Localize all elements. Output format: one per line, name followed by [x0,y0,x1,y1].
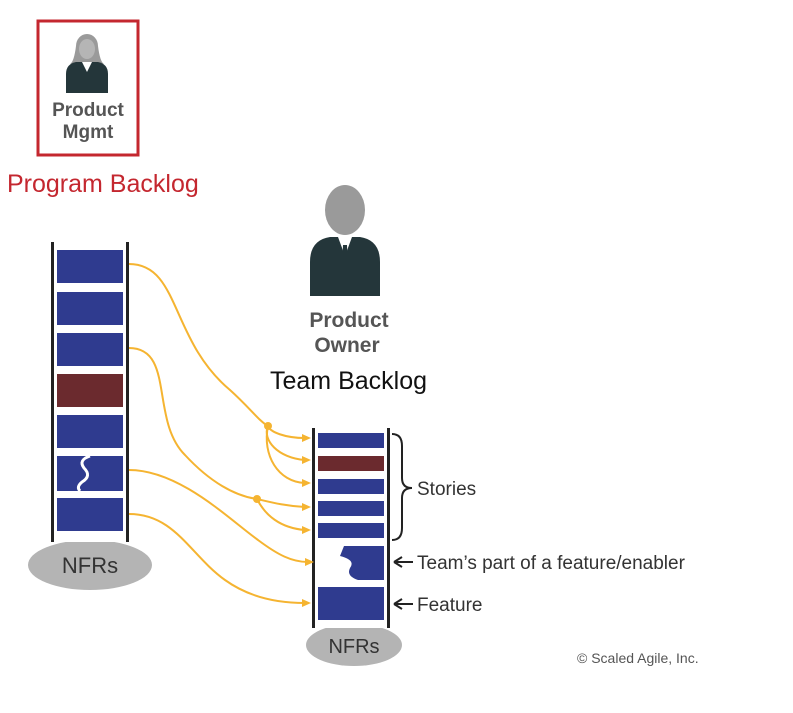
connector-junction [253,495,261,503]
product-mgmt-box: Product Mgmt [36,19,140,157]
brace-icon [391,433,413,541]
program-backlog-column [51,242,129,542]
program-backlog-item [57,498,123,531]
arrowhead [305,558,314,566]
team-nfrs-ellipse [306,624,402,666]
arrowhead [302,479,311,487]
program-nfrs-label: NFRs [62,553,118,578]
product-mgmt-label-line2: Mgmt [63,122,114,143]
arrowhead [302,456,311,464]
connector-arrow [256,498,306,531]
copyright-text: © Scaled Agile, Inc. [577,650,699,666]
connector-arrow [128,347,258,500]
arrow-left-icon [393,556,413,568]
arrow-left-icon [393,598,413,610]
program-backlog-item-enabler [57,374,123,407]
connector-arrow [267,425,306,439]
connector-arrow [128,263,269,427]
program-backlog-item [57,292,123,325]
team-backlog-story [318,433,384,448]
arrowhead [302,599,311,607]
program-nfrs-ellipse [28,540,152,590]
team-backlog-title: Team Backlog [270,367,427,395]
program-backlog-title: Program Backlog [7,170,199,198]
team-backlog-feature-part [340,546,384,580]
feature-label: Feature [417,595,482,616]
connector-arrow [256,498,306,508]
program-backlog-split-mark [76,454,91,493]
team-backlog-column [312,428,390,628]
connector-arrowheads [253,422,314,607]
stories-label: Stories [417,479,476,500]
connector-arrow [265,425,306,484]
team-backlog-feature [318,587,384,620]
program-backlog-item [57,333,123,366]
product-owner-label-line2: Owner [314,334,379,357]
team-backlog-story [318,523,384,538]
product-owner-label-line1: Product [309,309,388,332]
team-nfrs-label: NFRs [328,636,379,658]
connector-arrow [128,513,306,604]
connector-junction [264,422,272,430]
product-owner-person-icon [310,185,380,296]
arrowhead [302,526,311,534]
team-backlog-story-enabler [318,456,384,471]
team-backlog-story [318,501,384,516]
connector-arrow [128,469,309,563]
product-mgmt-person-icon [66,34,108,93]
arrowhead [302,434,311,442]
connector-arrows [128,263,309,604]
program-backlog-item-split [57,456,123,491]
team-part-label: Team’s part of a feature/enabler [417,553,686,574]
product-mgmt-label-line1: Product [52,100,124,121]
program-backlog-item [57,250,123,283]
team-backlog-story [318,479,384,494]
program-backlog-item [57,415,123,448]
arrowhead [302,503,311,511]
